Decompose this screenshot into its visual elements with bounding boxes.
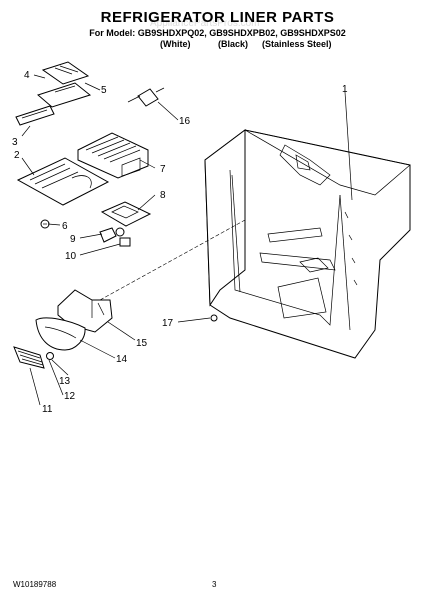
callout-11: 11 xyxy=(42,404,53,415)
watermark: AppliancePartsPros.com xyxy=(150,18,260,29)
liner-box xyxy=(204,129,411,359)
page-number: 3 xyxy=(212,580,217,589)
variant-stainless: (Stainless Steel) xyxy=(262,39,332,49)
assembly-line xyxy=(99,219,246,301)
bracket xyxy=(100,201,152,227)
vent-grille xyxy=(77,132,149,179)
small-grille xyxy=(13,346,45,369)
light-cover xyxy=(35,317,86,351)
bulb-socket xyxy=(119,237,131,247)
screw xyxy=(40,219,50,229)
variant-white: (White) xyxy=(160,39,191,49)
callout-2: 2 xyxy=(14,150,20,161)
screw-2 xyxy=(46,352,54,360)
callout-6: 6 xyxy=(62,221,68,232)
callout-10: 10 xyxy=(65,251,77,262)
clip xyxy=(210,314,218,322)
callout-16: 16 xyxy=(179,116,191,127)
variant-black: (Black) xyxy=(218,39,249,49)
shelf-cover xyxy=(16,157,110,206)
callout-15: 15 xyxy=(136,338,148,349)
callout-3: 3 xyxy=(12,137,18,148)
light-bulb xyxy=(99,227,125,243)
callout-17: 17 xyxy=(162,318,174,329)
label-plate xyxy=(15,105,55,126)
document-number: W10189788 xyxy=(13,580,57,589)
nameplate-strip xyxy=(36,82,92,108)
callout-4: 4 xyxy=(24,70,30,81)
page-title: REFRIGERATOR LINER PARTS xyxy=(100,9,335,26)
leader-lines xyxy=(21,74,353,406)
callout-5: 5 xyxy=(101,85,107,96)
callout-14: 14 xyxy=(116,354,128,365)
callouts: 1 2 3 4 5 6 7 8 9 10 11 12 13 14 15 16 1… xyxy=(12,70,348,415)
callout-7: 7 xyxy=(160,164,166,175)
light-housing-top xyxy=(41,61,90,85)
model-line: For Model: GB9SHDXPQ02, GB9SHDXPB02, GB9… xyxy=(89,28,346,38)
callout-8: 8 xyxy=(160,190,166,201)
callout-13: 13 xyxy=(59,376,71,387)
light-housing xyxy=(57,289,113,333)
callout-12: 12 xyxy=(64,391,76,402)
callout-9: 9 xyxy=(70,234,76,245)
tube-part xyxy=(127,87,165,107)
callout-1: 1 xyxy=(342,84,348,95)
